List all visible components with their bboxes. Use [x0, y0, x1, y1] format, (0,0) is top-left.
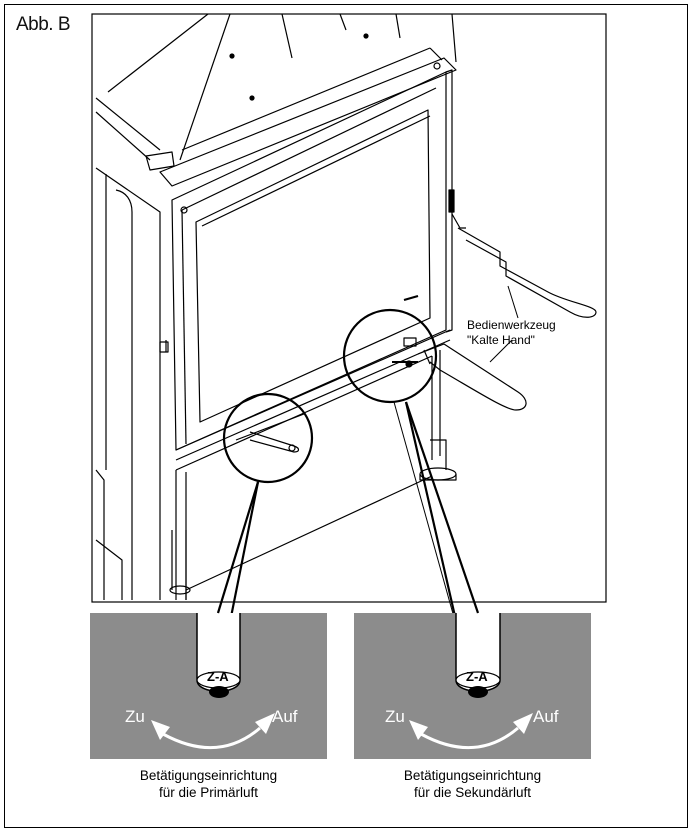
primary-marker: Z-A [207, 669, 229, 684]
figure-label: Abb. B [16, 14, 71, 35]
primary-left-label: Zu [125, 707, 145, 726]
secondary-right-label: Auf [533, 707, 559, 726]
secondary-air-panel [354, 613, 591, 759]
primary-right-label: Auf [272, 707, 298, 726]
primary-caption-line1: Betätigungseinrichtung [139, 768, 278, 783]
primary-air-panel [90, 613, 327, 759]
illustration-frame [91, 13, 607, 603]
secondary-caption-line2: für die Sekundärluft [413, 785, 532, 800]
figure-frame [4, 4, 688, 828]
tool-label-line1: Bedienwerkzeug [467, 318, 556, 332]
tool-label-line2: "Kalte Hand" [467, 333, 535, 347]
secondary-left-label: Zu [385, 707, 405, 726]
secondary-caption-line1: Betätigungseinrichtung [403, 768, 542, 783]
tool-label: Bedienwerkzeug "Kalte Hand" [467, 318, 556, 348]
primary-caption-line2: für die Primärluft [158, 785, 259, 800]
secondary-marker: Z-A [466, 669, 488, 684]
secondary-caption: Betätigungseinrichtung für die Sekundärl… [354, 767, 591, 801]
primary-caption: Betätigungseinrichtung für die Primärluf… [90, 767, 327, 801]
